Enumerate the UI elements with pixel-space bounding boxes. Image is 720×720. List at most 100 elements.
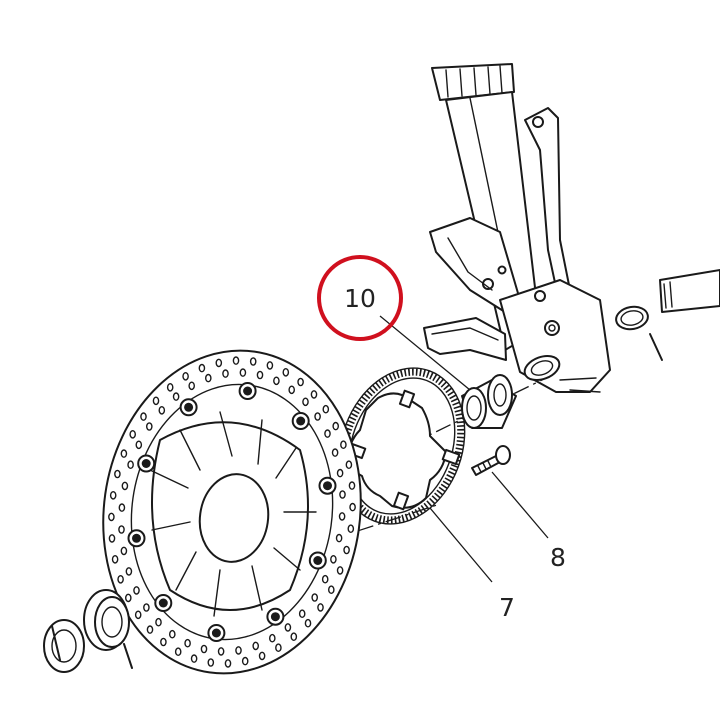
- disc-vent-hole: [190, 654, 198, 663]
- disc-vent-hole: [182, 371, 189, 381]
- disc-vent-hole: [332, 421, 340, 431]
- disc-vent-hole: [217, 647, 225, 656]
- disc-vent-hole: [327, 585, 335, 595]
- disc-vent-hole: [317, 603, 324, 612]
- disc-vent-hole: [215, 358, 223, 368]
- disc-rivet: [238, 382, 257, 400]
- callout-8: 8: [550, 543, 566, 572]
- disc-vent-hole: [143, 603, 150, 612]
- disc-vent-hole: [321, 574, 329, 584]
- disc-vent-hole: [304, 618, 312, 628]
- disc-vent-hole: [302, 397, 309, 407]
- partial-spacer-right: [659, 269, 720, 313]
- disc-vent-hole: [118, 503, 126, 512]
- disc-vent-hole: [120, 449, 128, 458]
- disc-vent-hole: [324, 429, 331, 438]
- disc-vent-hole: [297, 377, 304, 387]
- disc-vent-hole: [282, 367, 290, 377]
- disc-vent-hole: [120, 546, 128, 556]
- disc-vent-hole: [314, 412, 321, 421]
- disc-vent-hole: [152, 396, 160, 406]
- disc-rivet: [154, 594, 173, 612]
- disc-vent-hole: [339, 490, 346, 499]
- disc-vent-hole: [135, 440, 143, 450]
- disc-vent-hole: [145, 422, 153, 431]
- oil-seal: [83, 589, 133, 669]
- disc-vent-hole: [268, 633, 276, 643]
- disc-vent-hole: [133, 586, 140, 595]
- disc-vent-hole: [343, 545, 350, 555]
- disc-vent-hole: [188, 381, 195, 391]
- disc-vent-hole: [232, 356, 240, 365]
- disc-vent-hole: [109, 490, 117, 500]
- disc-vent-hole: [155, 617, 162, 627]
- disc-vent-hole: [252, 641, 259, 651]
- leader-line-7: [429, 507, 493, 583]
- disc-vent-hole: [160, 637, 167, 647]
- disc-rivet: [318, 476, 337, 495]
- disc-vent-hole: [224, 659, 232, 668]
- disc-vent-hole: [118, 525, 125, 534]
- disc-vent-hole: [125, 567, 133, 576]
- highlight-circle: [317, 255, 403, 341]
- disc-vent-hole: [117, 575, 124, 584]
- disc-vent-hole: [108, 512, 115, 522]
- disc-vent-hole: [174, 647, 182, 657]
- disc-vent-hole: [249, 357, 257, 366]
- disc-rivet: [291, 412, 310, 430]
- disc-vent-hole: [311, 593, 319, 602]
- disc-vent-hole: [349, 502, 356, 512]
- brake-disc: [102, 349, 362, 675]
- leader-line-8: [491, 471, 549, 539]
- disc-vent-hole: [331, 448, 339, 457]
- disc-vent-hole: [125, 593, 132, 603]
- fork-leg: [423, 63, 611, 393]
- disc-rivet: [207, 624, 226, 642]
- disc-vent-hole: [266, 361, 274, 370]
- disc-vent-hole: [198, 363, 206, 373]
- leader-line-10: [379, 315, 471, 391]
- bolt: [471, 445, 511, 476]
- disc-vent-hole: [239, 368, 247, 377]
- disc-vent-hole: [241, 656, 249, 666]
- disc-vent-hole: [290, 632, 298, 642]
- disc-vent-hole: [111, 555, 119, 564]
- disc-vent-hole: [336, 566, 344, 575]
- disc-vent-hole: [347, 524, 355, 534]
- disc-vent-hole: [127, 460, 134, 470]
- disc-vent-hole: [114, 469, 121, 479]
- disc-vent-hole: [288, 385, 296, 395]
- disc-vent-hole: [184, 638, 191, 648]
- disc-rivet: [179, 398, 198, 417]
- disc-vent-hole: [235, 646, 242, 655]
- disc-vent-hole: [340, 440, 347, 450]
- disc-vent-hole: [134, 610, 142, 620]
- disc-vent-hole: [168, 629, 176, 639]
- disc-vent-hole: [222, 369, 229, 378]
- callout-7: 7: [499, 593, 515, 622]
- disc-vent-hole: [200, 644, 208, 654]
- disc-vent-hole: [204, 373, 212, 383]
- disc-vent-hole: [129, 429, 136, 439]
- disc-rivet: [127, 529, 146, 548]
- disc-rivet: [266, 607, 285, 626]
- disc-vent-hole: [275, 643, 282, 653]
- disc-vent-hole: [345, 460, 353, 470]
- disc-vent-hole: [322, 404, 330, 414]
- partial-bearing: [43, 619, 85, 673]
- disc-vent-hole: [207, 658, 215, 667]
- disc-vent-hole: [258, 651, 266, 661]
- disc-vent-hole: [310, 390, 318, 399]
- disc-vent-hole: [335, 533, 343, 543]
- disc-vent-hole: [348, 481, 356, 490]
- o-ring: [615, 305, 663, 361]
- disc-vent-hole: [273, 376, 280, 386]
- disc-vent-hole: [284, 623, 292, 632]
- callout-10: 10: [344, 284, 376, 313]
- disc-vent-hole: [108, 534, 116, 543]
- disc-vent-hole: [298, 609, 306, 619]
- disc-vent-hole: [172, 392, 180, 401]
- disc-vent-hole: [336, 468, 344, 478]
- wheel-spacer: [461, 374, 517, 429]
